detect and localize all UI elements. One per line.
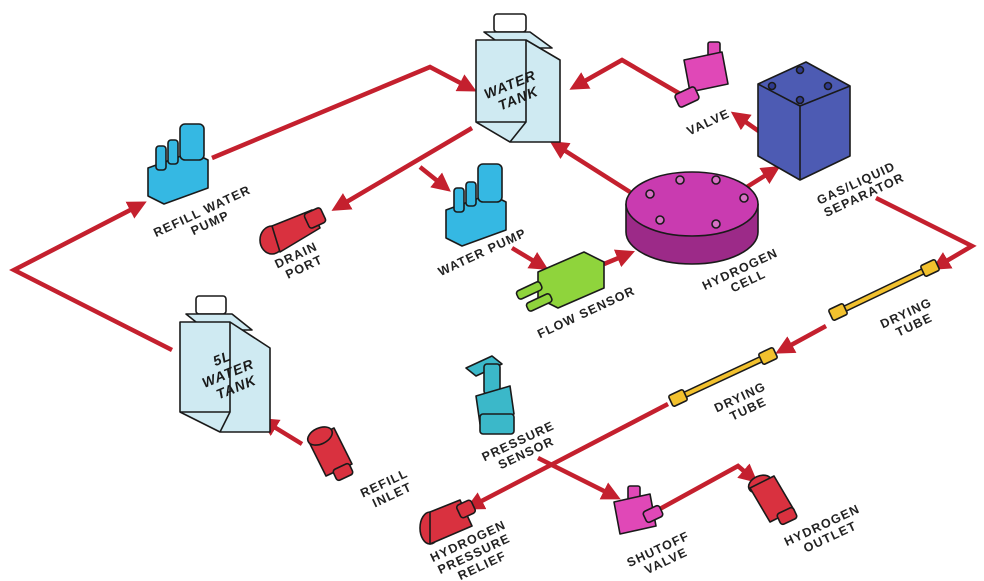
five-l-water-tank-icon: [179, 295, 271, 433]
pipe-refill-pump-to-water-tank: [211, 64, 477, 161]
pipe-water-pump-to-flow-sensor: [510, 246, 549, 270]
pressure-sensor-icon: [465, 355, 515, 435]
valve-label: VALVE: [685, 106, 732, 138]
pipe-separator-to-valve: [730, 111, 762, 134]
hydrogen-cell-icon: [625, 171, 759, 265]
pipe-separator-to-drying-tube: [874, 195, 977, 270]
pipe-refill-inlet-to-5l-tank: [259, 418, 304, 446]
pipe-flow-sensor-to-cell: [603, 249, 635, 268]
hydrogen-outlet-label: HYDROGEN OUTLET: [782, 500, 872, 562]
pipe-drying-tube-to-pressure-relief: [465, 402, 670, 510]
valve-icon: [674, 41, 729, 108]
shutoff-valve-icon: [613, 485, 664, 535]
refill-water-pump-icon: [147, 123, 209, 205]
pipe-valve-to-water-tank: [569, 57, 684, 97]
pipes: [9, 57, 977, 512]
shutoff-valve-label: SHUTOFF VALVE: [625, 527, 702, 581]
pipe-water-tank-to-water-pump: [418, 165, 451, 192]
drying-tube-upper-icon: [828, 259, 940, 321]
drying-tube-lower-label: DRYING TUBE: [712, 377, 778, 428]
refill-inlet-icon: [306, 426, 354, 482]
pipe-cell-to-water-tank: [549, 140, 632, 194]
water-pump-icon: [445, 163, 507, 247]
hydrogen-pressure-relief-icon: [419, 499, 477, 545]
drain-port-icon: [259, 207, 327, 255]
flow-sensor-icon: [515, 251, 605, 312]
drying-tube-lower-icon: [668, 347, 778, 407]
drying-tube-upper-label: DRYING TUBE: [878, 293, 944, 344]
water-tank-icon: [475, 13, 561, 143]
pipe-water-tank-to-drain: [331, 126, 474, 211]
hydrogen-outlet-icon: [747, 474, 798, 526]
pipe-drying-tube-upper-to-lower: [775, 324, 828, 354]
gas-liquid-separator-icon: [757, 61, 851, 181]
pipe-shutoff-to-outlet: [656, 463, 758, 512]
pipe-5l-tank-to-refill-pump: [9, 201, 174, 353]
refill-inlet-label: REFILL INLET: [358, 464, 420, 513]
pipe-pressure-to-shutoff: [536, 455, 621, 500]
